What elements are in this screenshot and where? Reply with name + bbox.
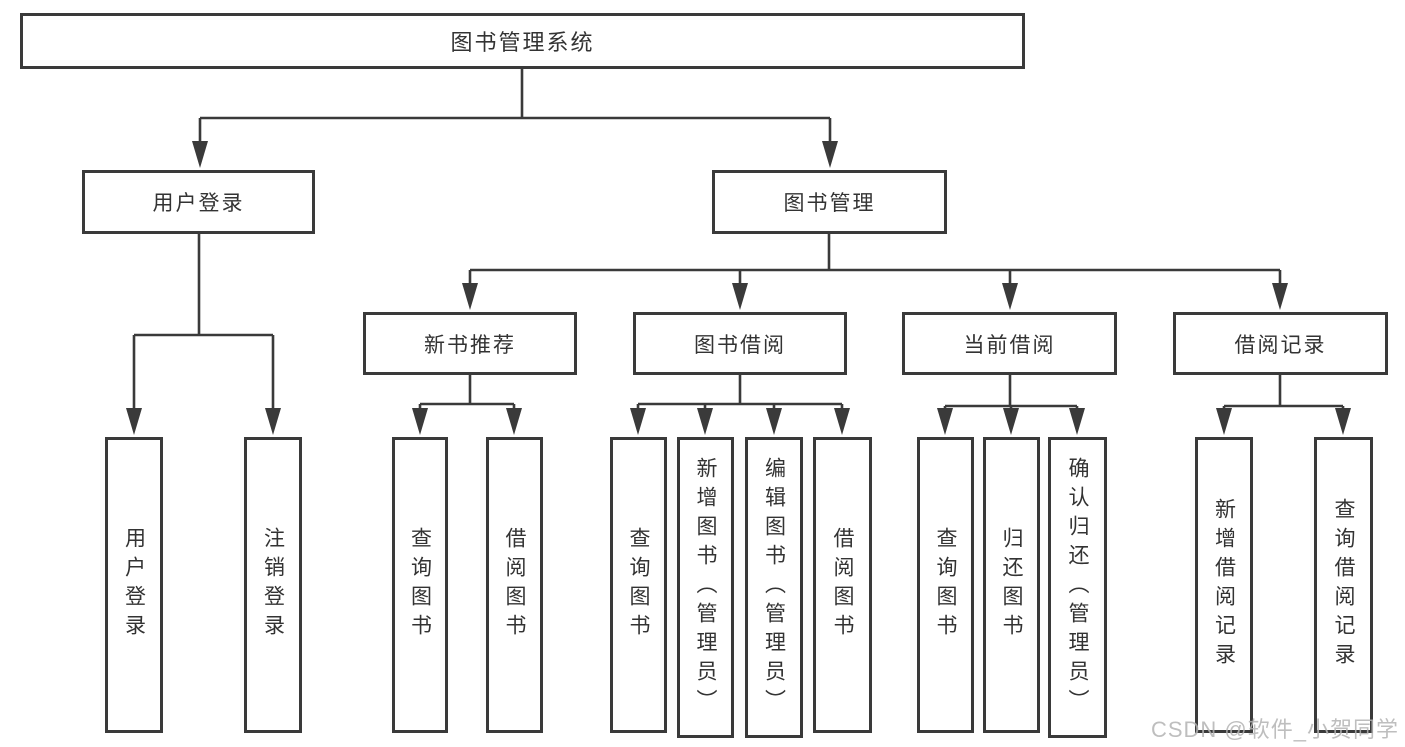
node-book-borrow: 图书借阅 [633,312,847,375]
leaf-query-borrow-record: 查询借阅记录 [1314,437,1373,733]
node-user-login: 用户登录 [82,170,315,234]
leaf-borrow-books-recommend: 借阅图书 [486,437,543,733]
leaf-logout: 注销登录 [244,437,302,733]
leaf-confirm-return-admin: 确认归还（管理员） [1048,437,1107,738]
leaf-query-books-current: 查询图书 [917,437,974,733]
leaf-query-books-recommend: 查询图书 [392,437,448,733]
leaf-add-books-admin: 新增图书（管理员） [677,437,734,738]
leaf-return-books: 归还图书 [983,437,1040,733]
node-book-management: 图书管理 [712,170,947,234]
node-system-root: 图书管理系统 [20,13,1025,69]
leaf-user-login: 用户登录 [105,437,163,733]
node-new-book-recommend: 新书推荐 [363,312,577,375]
node-current-borrow: 当前借阅 [902,312,1117,375]
leaf-borrow-books: 借阅图书 [813,437,872,733]
leaf-query-books-borrow: 查询图书 [610,437,667,733]
leaf-add-borrow-record: 新增借阅记录 [1195,437,1253,733]
node-borrow-records: 借阅记录 [1173,312,1388,375]
leaf-edit-books-admin: 编辑图书（管理员） [745,437,803,738]
